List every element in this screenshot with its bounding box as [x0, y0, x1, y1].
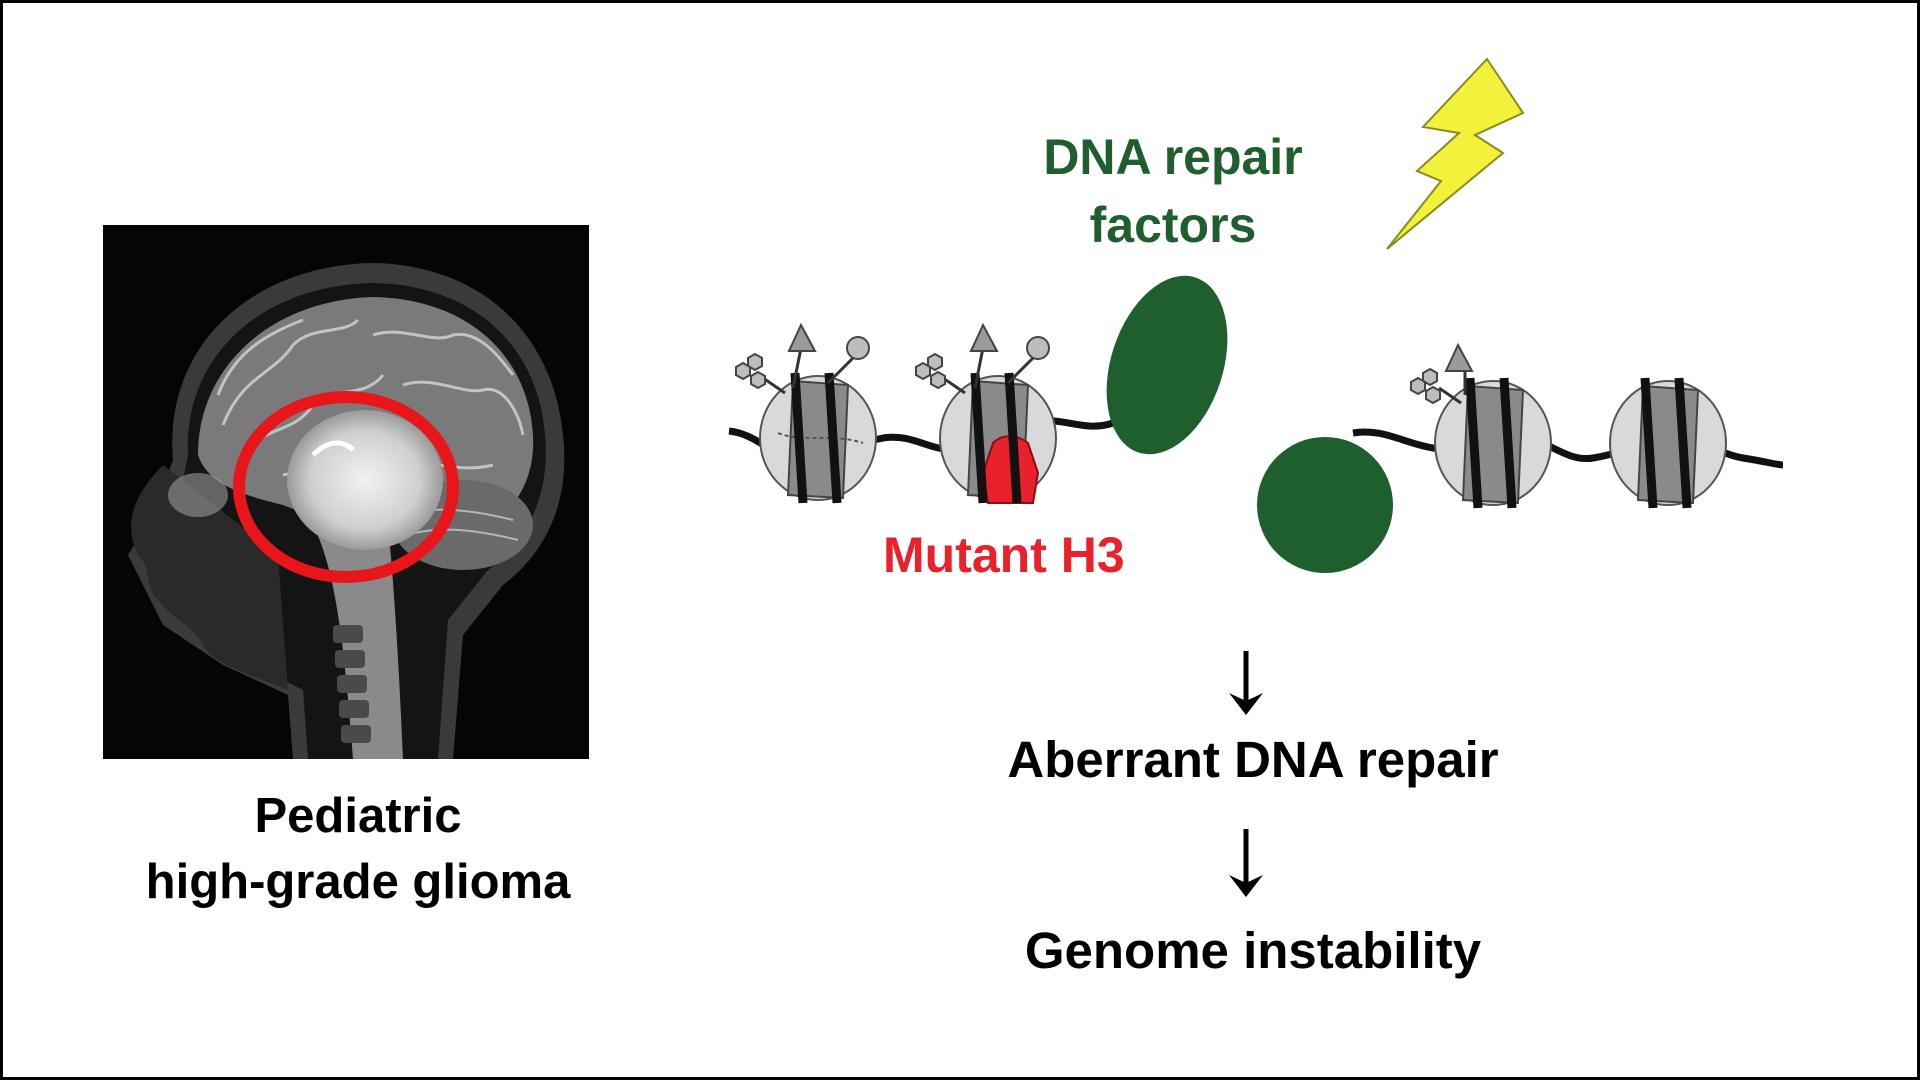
repair-factors-label-line1: DNA repair [1043, 129, 1303, 185]
down-arrow-1 [1229, 651, 1263, 715]
dna-strand-right [1352, 428, 1784, 469]
outcome-aberrant-repair: Aberrant DNA repair [1007, 731, 1499, 788]
mri-brain-image [103, 225, 589, 759]
repair-factor-oval [1106, 275, 1228, 455]
lightning-bolt-icon [1386, 57, 1525, 250]
nucleosome-2-mutant [915, 322, 1057, 504]
mri-scan-drawing [103, 225, 589, 759]
outcome-genome-instability: Genome instability [1024, 922, 1482, 979]
chromatin-diagram [728, 57, 1784, 897]
mri-caption-line1: Pediatric [254, 789, 462, 843]
tumor-highlight-circle [233, 391, 459, 583]
nucleosome-3 [1410, 342, 1552, 509]
mri-caption-line2: high-grade glioma [145, 855, 571, 909]
repair-factors-label-line2: factors [1089, 197, 1257, 253]
nucleosome-4 [1609, 377, 1727, 509]
repair-factor-circle [1257, 437, 1393, 573]
repair-factors-label: DNA repair factors [1013, 123, 1333, 259]
nucleosome-1 [735, 322, 877, 504]
down-arrow-2 [1229, 829, 1263, 897]
mutant-h3-label: Mutant H3 [883, 527, 1125, 583]
